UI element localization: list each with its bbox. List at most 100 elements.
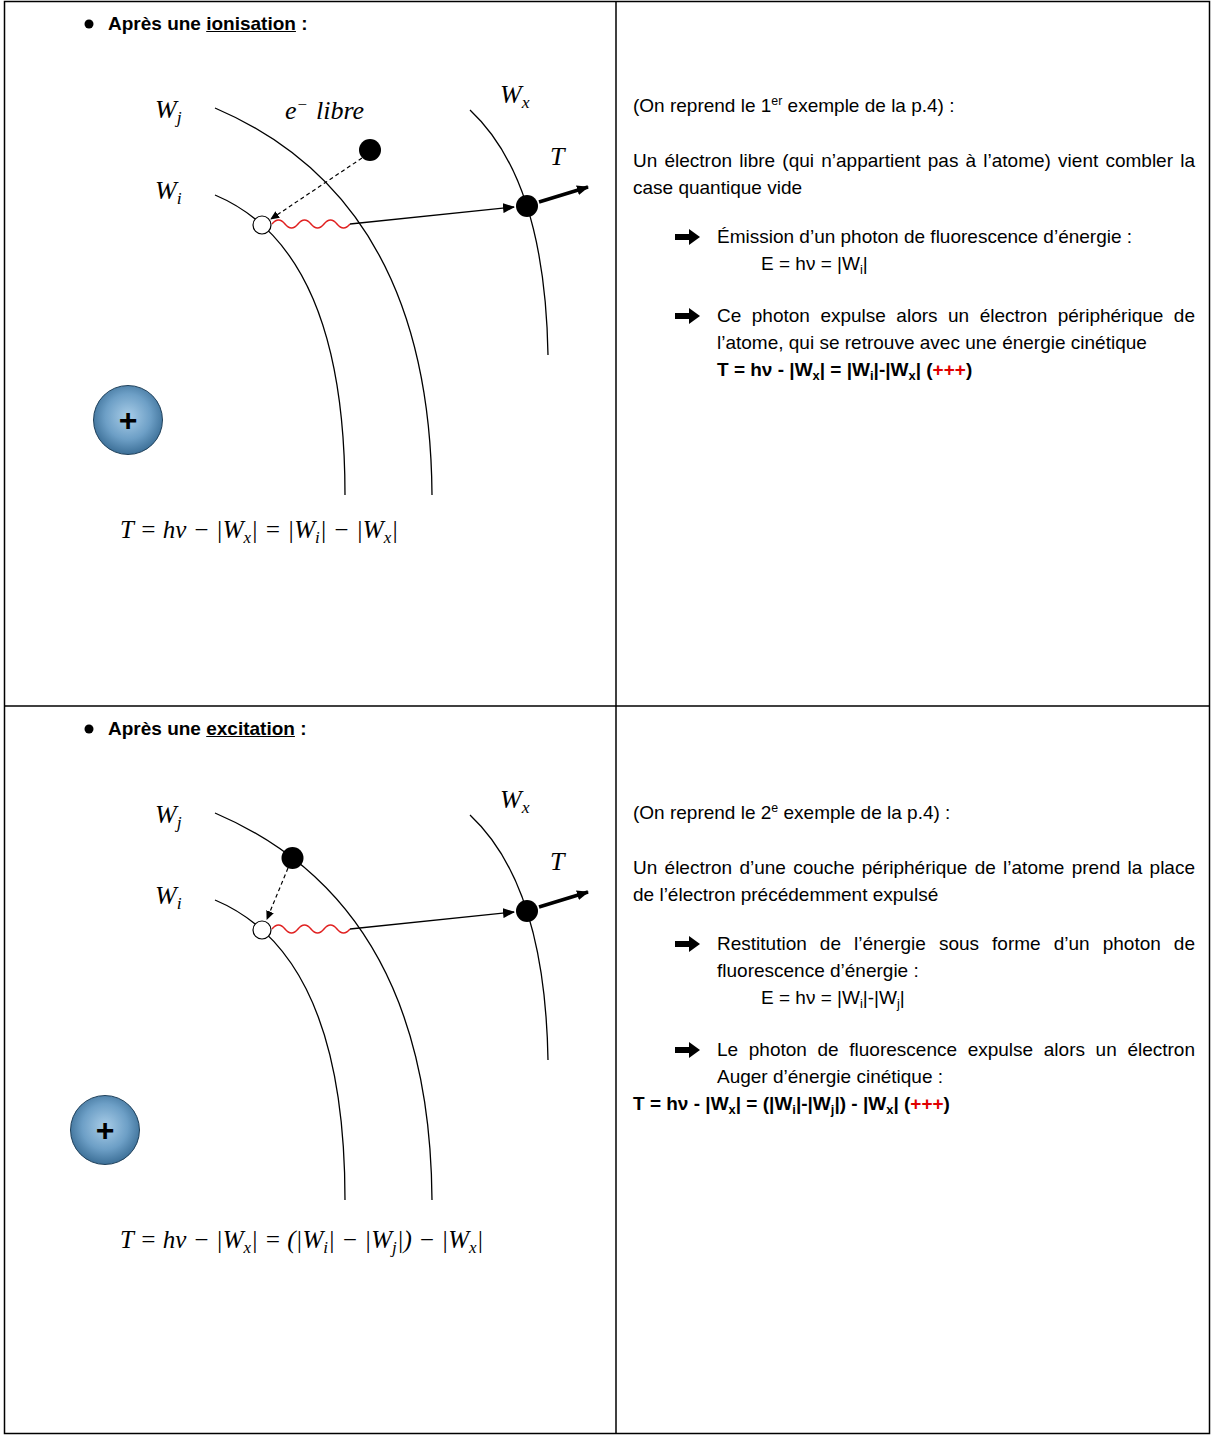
text-column: (On reprend le 2e exemple de la p.4) :Un… [633,795,1195,1123]
label-text: | ( [893,1093,910,1114]
shell-label: Wx [500,80,530,117]
step-text: Émission d’un photon de fluorescence d’é… [717,223,1195,250]
label-text: j [177,812,182,832]
key-formula: T = hν - |Wx| = (|Wi|-|Wj|) - |Wx| (+++) [633,1090,1195,1123]
label-text: x [244,1238,252,1257]
nucleus-sign: + [96,1114,115,1146]
shell-label: Wj [155,800,182,837]
transition-line [271,158,362,219]
shell-arc [215,813,432,1200]
shell-arc [215,195,345,495]
energy-label: T [550,847,564,877]
photon-path [350,207,514,224]
shell-label: Wx [500,785,530,822]
label-text: x [384,528,392,547]
shell-arc [470,815,548,1060]
label-text: x [886,1102,893,1117]
label-text: excitation [206,718,295,739]
body-text: Un électron libre (qui n’appartient pas … [633,147,1195,201]
label-text: i [860,261,863,276]
label-text: libre [316,96,364,125]
label-text: | − |W [328,1226,392,1253]
formula: E = hν = |Wi| [761,250,1195,283]
bullet-dot [85,725,94,734]
label-text: E = hν = |W [761,987,860,1008]
label-text: ionisation [206,13,296,34]
label-text: |) - |W [834,1093,886,1114]
ejected-electron [516,900,538,922]
arrow-bullet-shape [675,1042,700,1058]
label-text: | [391,516,398,543]
table-border [5,2,1210,1434]
label-text: i [315,528,320,547]
label-text: |) − |W [397,1226,469,1253]
label-text: ) [944,1093,950,1114]
label-text: T = hν − |W [120,516,244,543]
label-text: Après une [108,13,206,34]
label-text: x [908,368,915,383]
label-text: |-|W [863,987,897,1008]
excitation-figure [215,813,588,1200]
label-text: i [177,893,182,913]
label-text: T [550,847,564,876]
label-text: ) [966,359,972,380]
arrow-bullet [675,1040,701,1060]
label-text: (On reprend le 2 [633,802,771,823]
shell-arc [470,110,548,355]
arrow-bullet-shape [675,308,700,324]
photon-wave [272,220,350,228]
shell-label: Wj [155,95,182,132]
label-text: Ce photon expulse alors un électron péri… [717,305,1195,353]
label-text: : [295,718,307,739]
transition-line [267,868,288,919]
label-text: | ( [916,359,933,380]
label-text: T [550,142,564,171]
label-text: | [477,1226,484,1253]
shell-label: Wi [155,881,182,918]
energy-label: T [550,142,564,172]
electron-hole [253,921,271,939]
velocity-arrow [539,892,588,907]
section-heading: Après une excitation : [108,717,307,741]
label-text: W [155,95,177,124]
free-electron-label: e−libre [285,90,364,126]
label-text: Restitution de l’énergie sous forme d’un… [717,933,1195,981]
label-text: i [860,995,863,1010]
shell-label: Wi [155,176,182,213]
label-text: : [296,13,308,34]
label-text: | = (|W [251,1226,323,1253]
label-text: Émission d’un photon de fluorescence d’é… [717,226,1132,247]
label-text: W [155,800,177,829]
label-text: W [155,881,177,910]
label-text: x [244,528,252,547]
label-text: j [177,107,182,127]
label-text: x [729,1102,736,1117]
text-column: (On reprend le 1er exemple de la p.4) :U… [633,88,1195,389]
label-text: Un électron d’une couche périphérique de… [633,857,1195,905]
label-text: W [155,176,177,205]
label-text: e [285,96,297,125]
nucleus-sign: + [119,404,138,436]
label-text: j [897,995,900,1010]
shell-electron [282,847,304,869]
label-text: exemple de la p.4) : [782,95,954,116]
label-text: |-|W [874,359,909,380]
row-rule [5,705,1210,707]
label-text: T = hν - |W [717,359,813,380]
label-text: | [900,987,905,1008]
label-text: x [522,797,530,817]
step-text: Le photon de fluorescence expulse alors … [717,1036,1195,1090]
label-text: Après une [108,718,206,739]
label-text: Un électron libre (qui n’appartient pas … [633,150,1195,198]
nucleus-circle: + [70,1095,140,1165]
label-text: Le photon de fluorescence expulse alors … [717,1039,1195,1087]
label-text: exemple de la p.4) : [778,802,950,823]
label-text: | = |W [251,516,315,543]
label-text: x [522,92,530,112]
label-text: j [392,1238,397,1257]
shell-arc [215,900,345,1200]
arrow-bullet [675,306,701,326]
arrow-bullet [675,227,701,247]
free-electron [359,139,381,161]
label-text: i [792,1102,796,1117]
